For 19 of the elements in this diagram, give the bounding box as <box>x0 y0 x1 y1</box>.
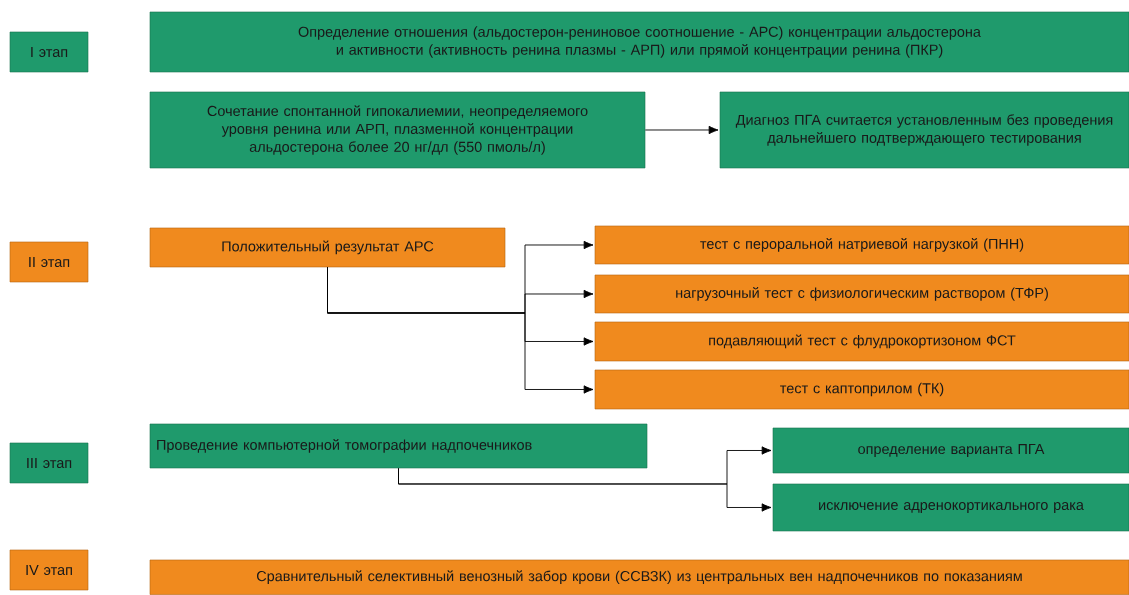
stage-label-box: I этап <box>9 31 89 73</box>
process-box: Положительный результат АРС <box>149 227 506 268</box>
process-box: Сравнительный селективный венозный забор крови (ССВЗК) из центральных вен надпочечников по показаниям <box>149 559 1129 595</box>
process-box: Проведение компьютерной томографии надпочечников <box>149 423 648 469</box>
process-box: Определение отношения (альдостерон-рениновое соотношение - АРС) концентрации альдостерона и активности (активность ренина плазмы - АРП) или прямой концентрации ренина (ПКР) <box>149 11 1129 73</box>
process-box: тест с пероральной натриевой нагрузкой (ПНН) <box>594 225 1129 265</box>
process-box: Диагноз ПГА считается установленным без проведения дальнейшего подтверждающего тестирования <box>719 91 1129 169</box>
stage-label-box: II этап <box>9 241 89 283</box>
arrow <box>398 467 772 512</box>
process-box: исключение адренокортикального рака <box>772 483 1129 532</box>
process-box: тест с каптоприлом (ТК) <box>594 369 1129 410</box>
arrow <box>644 125 719 135</box>
process-box: Сочетание спонтанной гипокалиемии, неопределяемого уровня ренина или АРП, плазменной концентрации альдостерона более 20 нг/дл (550 пмоль/л) <box>149 91 646 169</box>
process-box: нагрузочный тест с физиологическим раствором (ТФР) <box>594 274 1129 314</box>
process-box: определение варианта ПГА <box>772 427 1129 474</box>
stage-label-box: IV этап <box>9 549 89 591</box>
stage-label-box: III этап <box>9 442 89 484</box>
process-box: подавляющий тест с флудрокортизоном ФСТ <box>594 321 1129 362</box>
arrow <box>327 266 594 394</box>
